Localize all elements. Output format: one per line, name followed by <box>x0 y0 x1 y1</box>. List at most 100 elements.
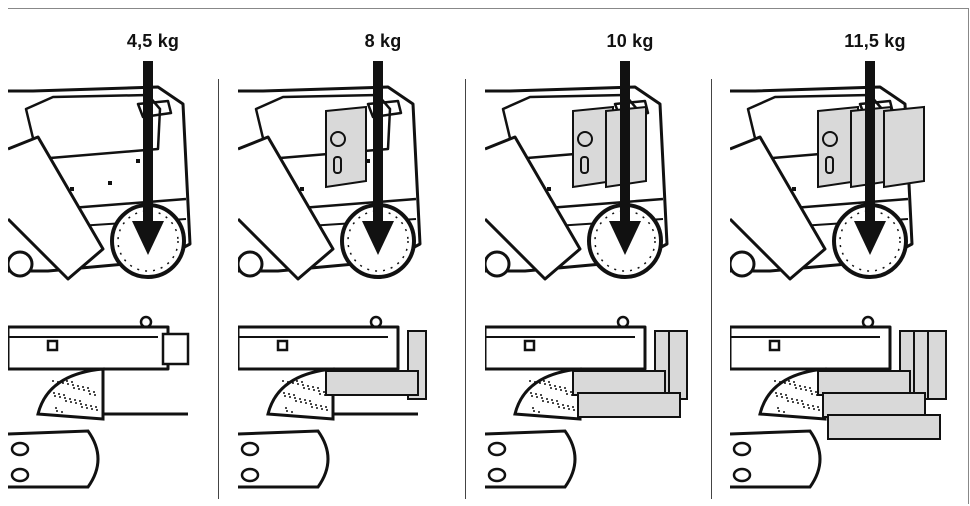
brush-dot <box>321 408 323 410</box>
brush-dot <box>317 387 319 389</box>
brush-dot <box>296 380 298 382</box>
beam-bolt <box>523 339 536 352</box>
machine-side-view <box>8 85 192 281</box>
brush-dot <box>795 387 797 389</box>
brush-dot <box>325 406 327 408</box>
brush-dot <box>799 385 801 387</box>
brush-dot <box>811 393 813 395</box>
brush-dot <box>787 400 789 402</box>
down-arrow <box>362 61 394 255</box>
panel-4-5kg: 4,5 kg <box>8 9 253 505</box>
machine-illustration <box>730 61 947 489</box>
brush-dot <box>72 384 74 386</box>
brush-dot <box>312 386 314 388</box>
brush-dot <box>67 383 69 385</box>
brush-dot <box>559 386 561 388</box>
brush-dot <box>785 394 787 396</box>
brush-dot <box>812 405 814 407</box>
brush-dot <box>817 406 819 408</box>
brush-dot <box>56 410 58 412</box>
weight-label: 4,5 kg <box>126 31 180 51</box>
brush-dot <box>530 392 532 394</box>
brush-dot <box>89 393 91 395</box>
brush-dot <box>558 406 560 408</box>
brush-dot <box>288 393 290 395</box>
brush-dot <box>568 408 570 410</box>
brush-dot <box>86 407 88 409</box>
wheel-tread <box>839 210 901 272</box>
brush-dot <box>71 381 73 383</box>
brush-dot <box>777 407 779 409</box>
brush-dot <box>69 398 71 400</box>
brush-dot <box>550 387 552 389</box>
handle-bracket <box>366 99 403 119</box>
brush-dot <box>818 409 820 411</box>
brush-dot <box>96 409 98 411</box>
brush-dot <box>316 407 318 409</box>
brush-dot <box>319 393 321 395</box>
weight-block-top <box>817 370 911 396</box>
brush-dot <box>304 399 306 401</box>
machine-top-view <box>730 315 947 489</box>
rivet <box>70 187 74 191</box>
brush-dot <box>540 394 542 396</box>
weight-label: 11,5 kg <box>844 31 906 51</box>
brush-dot <box>79 400 81 402</box>
weight-plate <box>883 105 925 189</box>
brush-dot <box>284 395 286 397</box>
brush-dot <box>788 380 790 382</box>
brush-dot <box>567 405 569 407</box>
brush-dot <box>786 397 788 399</box>
brush-dot <box>570 391 572 393</box>
arrow-shaft <box>373 61 383 226</box>
brush-dot <box>57 381 59 383</box>
wheel-tread <box>347 210 409 272</box>
top-knob <box>139 315 153 329</box>
weight-plate-top <box>927 330 947 400</box>
brush-dot <box>572 406 574 408</box>
brush-dot <box>551 399 553 401</box>
brush-dot <box>318 390 320 392</box>
angled-tube <box>8 135 105 281</box>
brush-dot <box>566 393 568 395</box>
rivet <box>300 187 304 191</box>
brush-dot <box>781 396 783 398</box>
brush-dot <box>58 393 60 395</box>
motor-housing <box>485 429 577 489</box>
rivet <box>136 159 140 163</box>
brush-dot <box>80 403 82 405</box>
brush-dot <box>309 400 311 402</box>
rivet <box>792 187 796 191</box>
brush-dot <box>536 396 538 398</box>
weight-block-top <box>822 392 926 418</box>
weight-block-top <box>827 414 941 440</box>
brush-dot <box>775 392 777 394</box>
top-beam <box>485 325 647 371</box>
brush-dot <box>544 383 546 385</box>
top-beam <box>8 325 170 371</box>
top-beam <box>730 325 892 371</box>
brush-dot <box>803 406 805 408</box>
brush-dot <box>323 391 325 393</box>
machine-side-view <box>730 85 925 281</box>
motor-vent <box>487 467 507 483</box>
brush-dot <box>81 406 83 408</box>
brush-dot <box>797 402 799 404</box>
brush-dot <box>791 398 793 400</box>
brush-dot <box>541 397 543 399</box>
brush-dot <box>548 381 550 383</box>
brush-dot <box>54 395 56 397</box>
angled-tube <box>730 135 827 281</box>
brush-dot <box>66 380 68 382</box>
brush-dot <box>300 401 302 403</box>
brush-dot <box>813 408 815 410</box>
brush-dot <box>63 394 65 396</box>
brush-dot <box>778 410 780 412</box>
handle-bracket <box>136 99 173 119</box>
brush-dot <box>320 405 322 407</box>
brush-dot <box>82 386 84 388</box>
weight-block-top <box>577 392 681 418</box>
motor-vent <box>487 441 507 457</box>
angled-tube <box>485 135 582 281</box>
brush-dot <box>539 382 541 384</box>
